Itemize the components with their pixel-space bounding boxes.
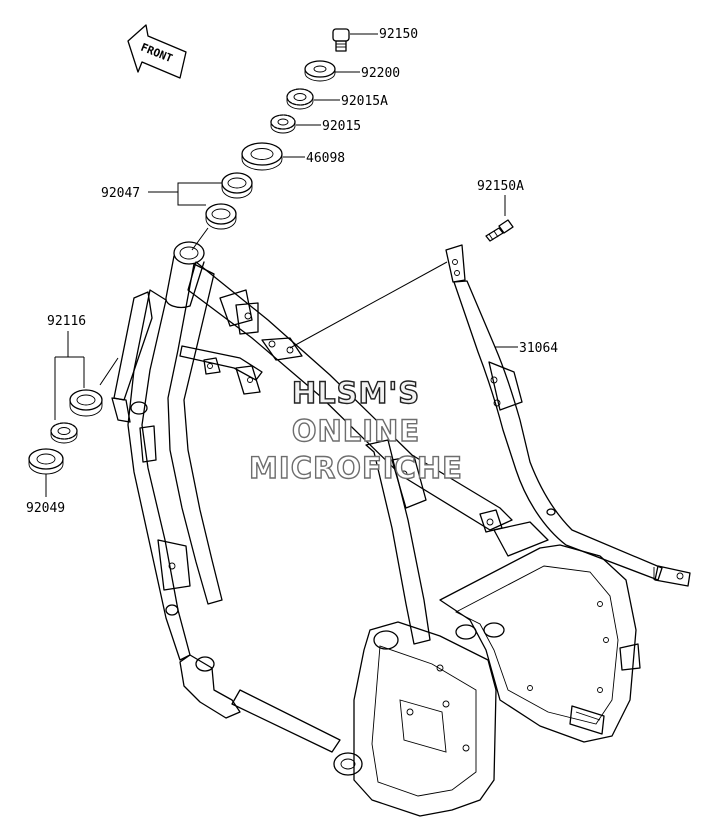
watermark-line1: HLSM'S — [292, 376, 420, 410]
bearing-92047-lower-icon — [205, 203, 237, 230]
main-frame-icon — [111, 241, 641, 817]
washer-92200-icon — [304, 60, 336, 82]
seal-46098-icon — [241, 142, 283, 171]
rear-frame-31064-icon — [445, 244, 691, 587]
nut-92015-icon — [270, 114, 296, 134]
bearing-92047-upper-icon — [221, 172, 253, 199]
watermark: HLSM'S ONLINE MICROFICHE — [248, 375, 463, 485]
seal-92049-icon — [28, 448, 64, 475]
watermark-line2: ONLINE — [292, 414, 420, 448]
watermark-line3: MICROFICHE — [249, 451, 463, 485]
nut-92116-icon — [50, 422, 78, 444]
label-92200: 92200 — [361, 66, 400, 81]
bolt-92150a-icon — [485, 219, 514, 242]
label-92150: 92150 — [379, 27, 418, 42]
label-92015: 92015 — [322, 119, 361, 134]
label-92150a: 92150A — [477, 179, 524, 194]
label-92047: 92047 — [101, 186, 140, 201]
label-92116: 92116 — [47, 314, 86, 329]
label-92049: 92049 — [26, 501, 65, 516]
bolt-92150-icon — [332, 28, 350, 52]
bearing-92116-icon — [69, 389, 103, 417]
label-46098: 46098 — [306, 151, 345, 166]
label-92015a: 92015A — [341, 94, 388, 109]
front-arrow-icon: FRONT — [127, 24, 187, 79]
label-31064: 31064 — [519, 341, 558, 356]
nut-92015a-icon — [286, 88, 314, 110]
